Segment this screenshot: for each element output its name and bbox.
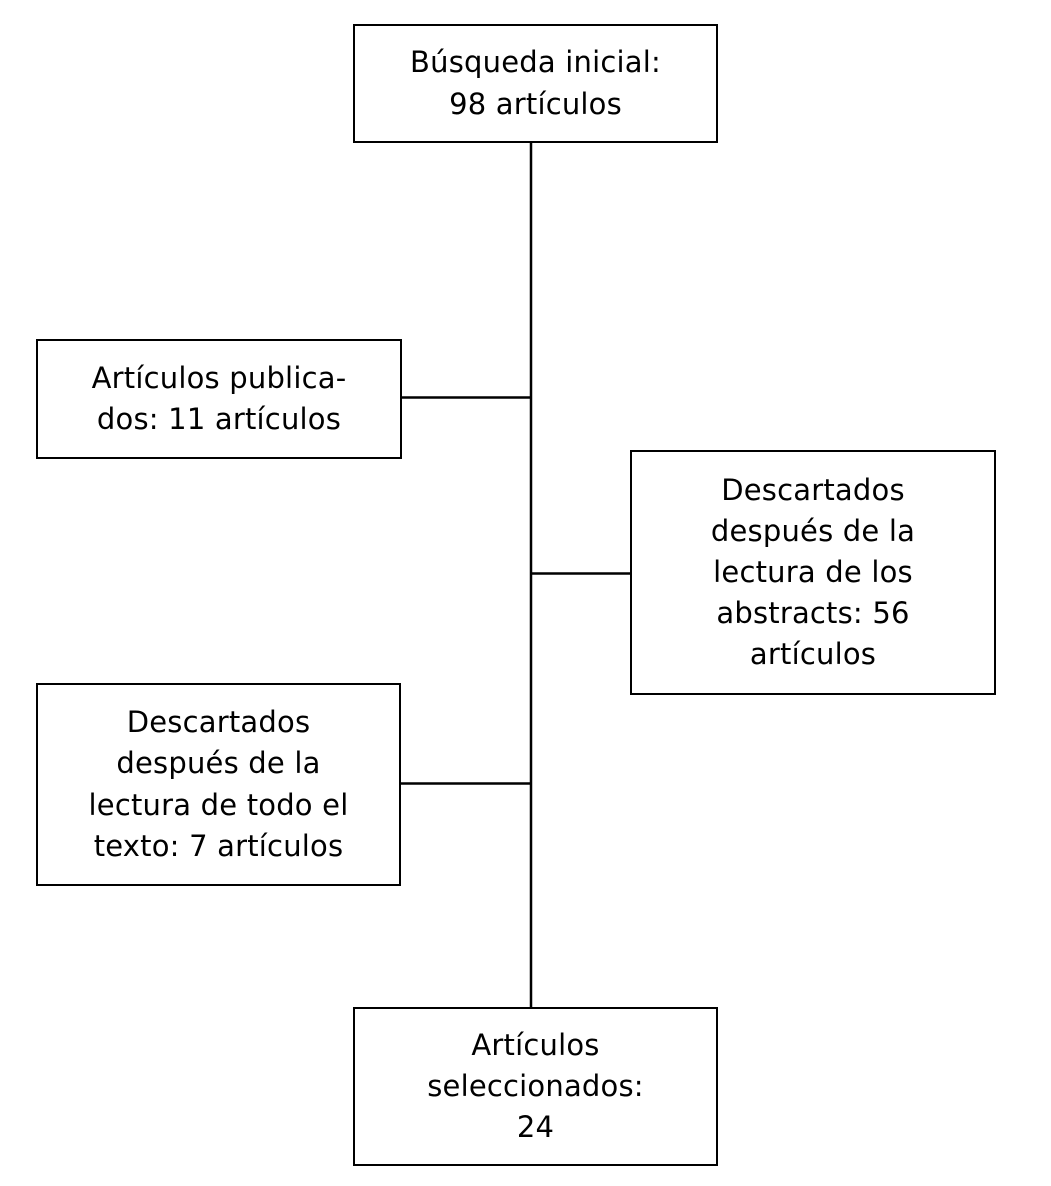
initial-search-box: Búsqueda inicial: 98 artículos [353, 24, 718, 143]
selected-articles-label: Artículos seleccionados: 24 [427, 1027, 644, 1145]
initial-search-label: Búsqueda inicial: 98 artículos [410, 45, 661, 121]
discarded-after-fulltext-label: Descartados después de la lectura de tod… [88, 705, 349, 863]
discarded-after-abstracts-label: Descartados después de la lectura de los… [710, 472, 916, 672]
published-articles-box: Artículos publica- dos: 11 artículos [36, 339, 402, 459]
discarded-after-abstracts-box: Descartados después de la lectura de los… [630, 450, 996, 695]
selected-articles-box: Artículos seleccionados: 24 [353, 1007, 718, 1166]
discarded-after-fulltext-box: Descartados después de la lectura de tod… [36, 683, 401, 886]
published-articles-label: Artículos publica- dos: 11 artículos [91, 360, 347, 436]
